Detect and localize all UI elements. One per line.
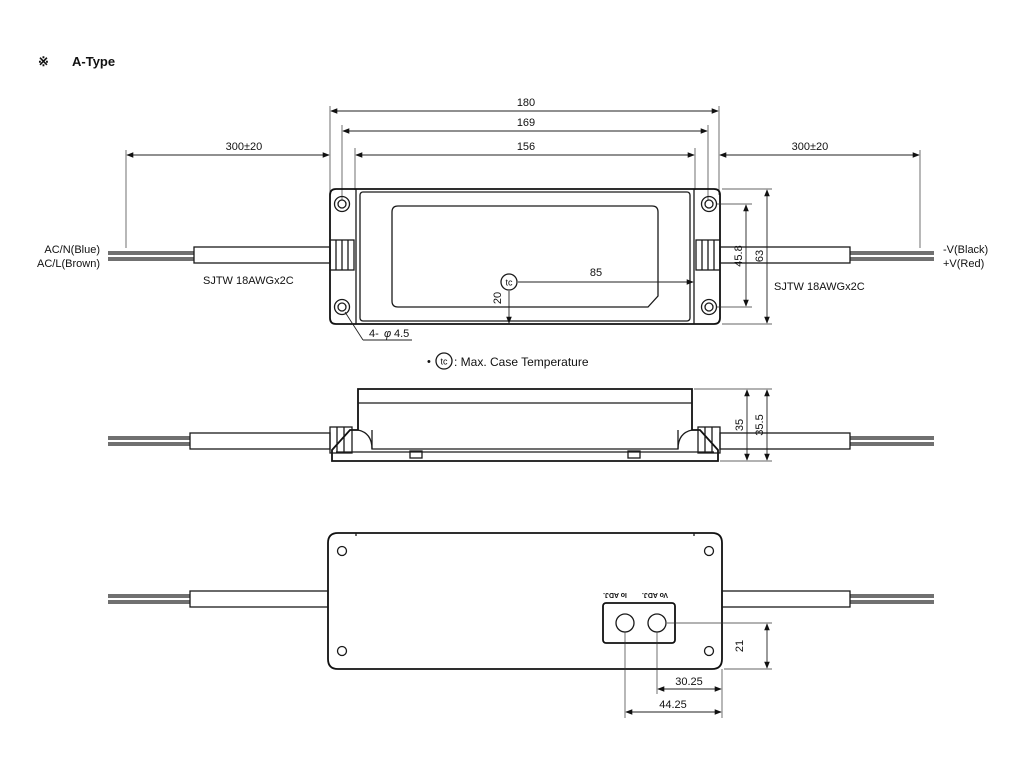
dim-cable-left: 300±20 xyxy=(226,141,263,153)
tc-symbol: tc xyxy=(505,278,513,288)
side-view: 35 35.5 xyxy=(108,388,934,462)
dim-mount-pitch: 169 xyxy=(517,117,535,129)
io-adjust-label: Io ADJ. xyxy=(603,591,627,598)
side-output-cable xyxy=(719,432,934,450)
input-cable xyxy=(108,246,331,264)
housing-outline xyxy=(329,188,721,325)
cable-spec-right: SJTW 18AWGx2C xyxy=(774,281,865,293)
note-tc-icon xyxy=(435,352,453,370)
tc-point-icon xyxy=(500,273,518,291)
hole-phi-symbol: φ xyxy=(384,328,391,340)
bottom-hole-bl xyxy=(336,645,348,657)
hole-callout-leader xyxy=(344,311,364,341)
io-adjust-pot[interactable] xyxy=(615,613,635,633)
dim-io-x: 44.25 xyxy=(659,699,687,711)
cable-gland-right xyxy=(695,239,721,271)
dim-tc-x: 85 xyxy=(590,267,602,279)
dim-overall-length: 180 xyxy=(517,97,535,109)
dim-overall-height: 35.5 xyxy=(754,414,766,435)
dim-body-length: 156 xyxy=(517,141,535,153)
bottom-view: Io ADJ. Vo ADJ. 21 30.25 44.25 xyxy=(108,532,934,718)
bottom-output-cable xyxy=(721,590,934,608)
mount-hole-bl xyxy=(333,298,351,316)
dim-pot-y: 21 xyxy=(734,640,746,652)
cable-gland-left xyxy=(329,239,355,271)
top-view: 180 169 156 300±20 300±20 xyxy=(37,97,988,370)
mount-hole-tl xyxy=(333,195,351,213)
bottom-housing-outline xyxy=(327,532,723,670)
side-slot-right xyxy=(627,450,641,459)
cable-spec-left: SJTW 18AWGx2C xyxy=(203,275,294,287)
input-label-neutral: AC/N(Blue) xyxy=(44,244,100,256)
side-input-cable xyxy=(108,432,331,450)
bottom-hole-br xyxy=(703,645,715,657)
dim-vo-x: 30.25 xyxy=(675,676,703,688)
note-text: : Max. Case Temperature xyxy=(454,355,589,369)
vo-adjust-label: Vo ADJ. xyxy=(642,591,668,598)
bottom-hole-tl xyxy=(336,545,348,557)
note-tc-symbol: tc xyxy=(440,357,448,367)
note-bullet: • xyxy=(427,356,431,368)
dim-tc-y: 20 xyxy=(492,292,504,304)
header-symbol: ※ xyxy=(38,54,49,69)
bottom-input-cable xyxy=(108,590,329,608)
side-slot-left xyxy=(409,450,423,459)
dim-width: 63 xyxy=(754,250,766,262)
side-housing-outline xyxy=(331,388,719,462)
mount-hole-br xyxy=(700,298,718,316)
output-label-positive: +V(Red) xyxy=(943,258,984,270)
output-label-negative: -V(Black) xyxy=(943,244,988,256)
hole-diameter: 4.5 xyxy=(394,328,409,340)
adjust-pot-window xyxy=(602,602,676,644)
bottom-hole-tr xyxy=(703,545,715,557)
header-title: A-Type xyxy=(72,54,115,69)
hole-count: 4- xyxy=(369,328,379,340)
output-cable xyxy=(719,246,934,264)
dim-cable-right: 300±20 xyxy=(792,141,829,153)
vo-adjust-pot[interactable] xyxy=(647,613,667,633)
label-area xyxy=(391,205,659,308)
dim-body-height: 35 xyxy=(734,419,746,431)
dim-hole-pitch: 45.8 xyxy=(733,245,745,266)
mount-hole-tr xyxy=(700,195,718,213)
input-label-line: AC/L(Brown) xyxy=(37,258,100,270)
